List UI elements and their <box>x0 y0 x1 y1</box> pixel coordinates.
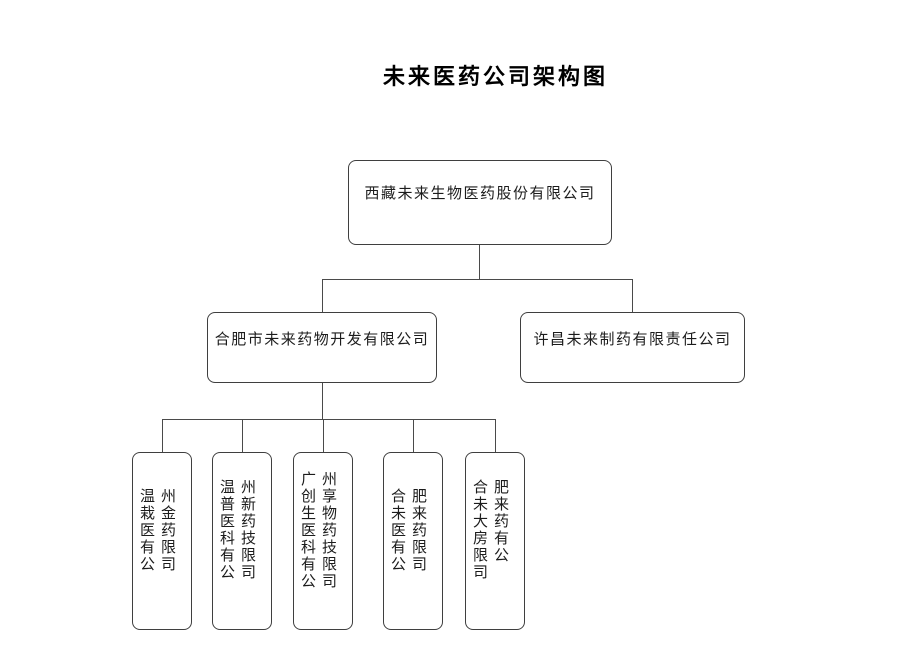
connector-drop-child-3 <box>323 419 324 452</box>
org-node-wenzhou-zaijin: 温州栽金医药有限公司 <box>132 452 192 630</box>
org-node-label: 许昌未来制药有限责任公司 <box>533 330 732 348</box>
org-node-label: 合肥未来医药有限公司 <box>391 486 434 573</box>
org-node-hefei-weilai-dayaofang: 合肥未来大药房有限公司 <box>465 452 525 630</box>
org-node-label: 广州创享生物医药科技有限公司 <box>301 469 344 590</box>
org-node-label: 西藏未来生物医药股份有限公司 <box>364 184 596 202</box>
org-node-label: 合肥市未来药物开发有限公司 <box>214 330 430 348</box>
connector-drop-l2-right <box>632 279 633 312</box>
connector-drop-child-2 <box>242 419 243 452</box>
connector-drop-l2-left <box>322 279 323 312</box>
org-node-hefei-development: 合肥市未来药物开发有限公司 <box>207 312 437 383</box>
org-node-wenzhou-puxin: 温州普新医药科技有限公司 <box>212 452 272 630</box>
org-node-hefei-weilai-yiyao: 合肥未来医药有限公司 <box>383 452 443 630</box>
connector-drop-child-1 <box>162 419 163 452</box>
connector-level3-rail <box>162 419 496 420</box>
connector-l2-stem <box>322 383 323 419</box>
org-node-label: 温州栽金医药有限公司 <box>140 486 183 573</box>
connector-level2-rail <box>322 279 633 280</box>
connector-drop-child-4 <box>413 419 414 452</box>
org-node-root: 西藏未来生物医药股份有限公司 <box>348 160 612 245</box>
connector-drop-child-5 <box>495 419 496 452</box>
org-node-label: 合肥未来大药房有限公司 <box>473 478 516 581</box>
page-title: 未来医药公司架构图 <box>383 65 609 90</box>
connector-root-stem <box>479 245 480 279</box>
org-node-label: 温州普新医药科技有限公司 <box>220 478 263 581</box>
org-node-xuchang-pharma: 许昌未来制药有限责任公司 <box>520 312 745 383</box>
org-node-guangzhou-chuangxiang: 广州创享生物医药科技有限公司 <box>293 452 353 630</box>
